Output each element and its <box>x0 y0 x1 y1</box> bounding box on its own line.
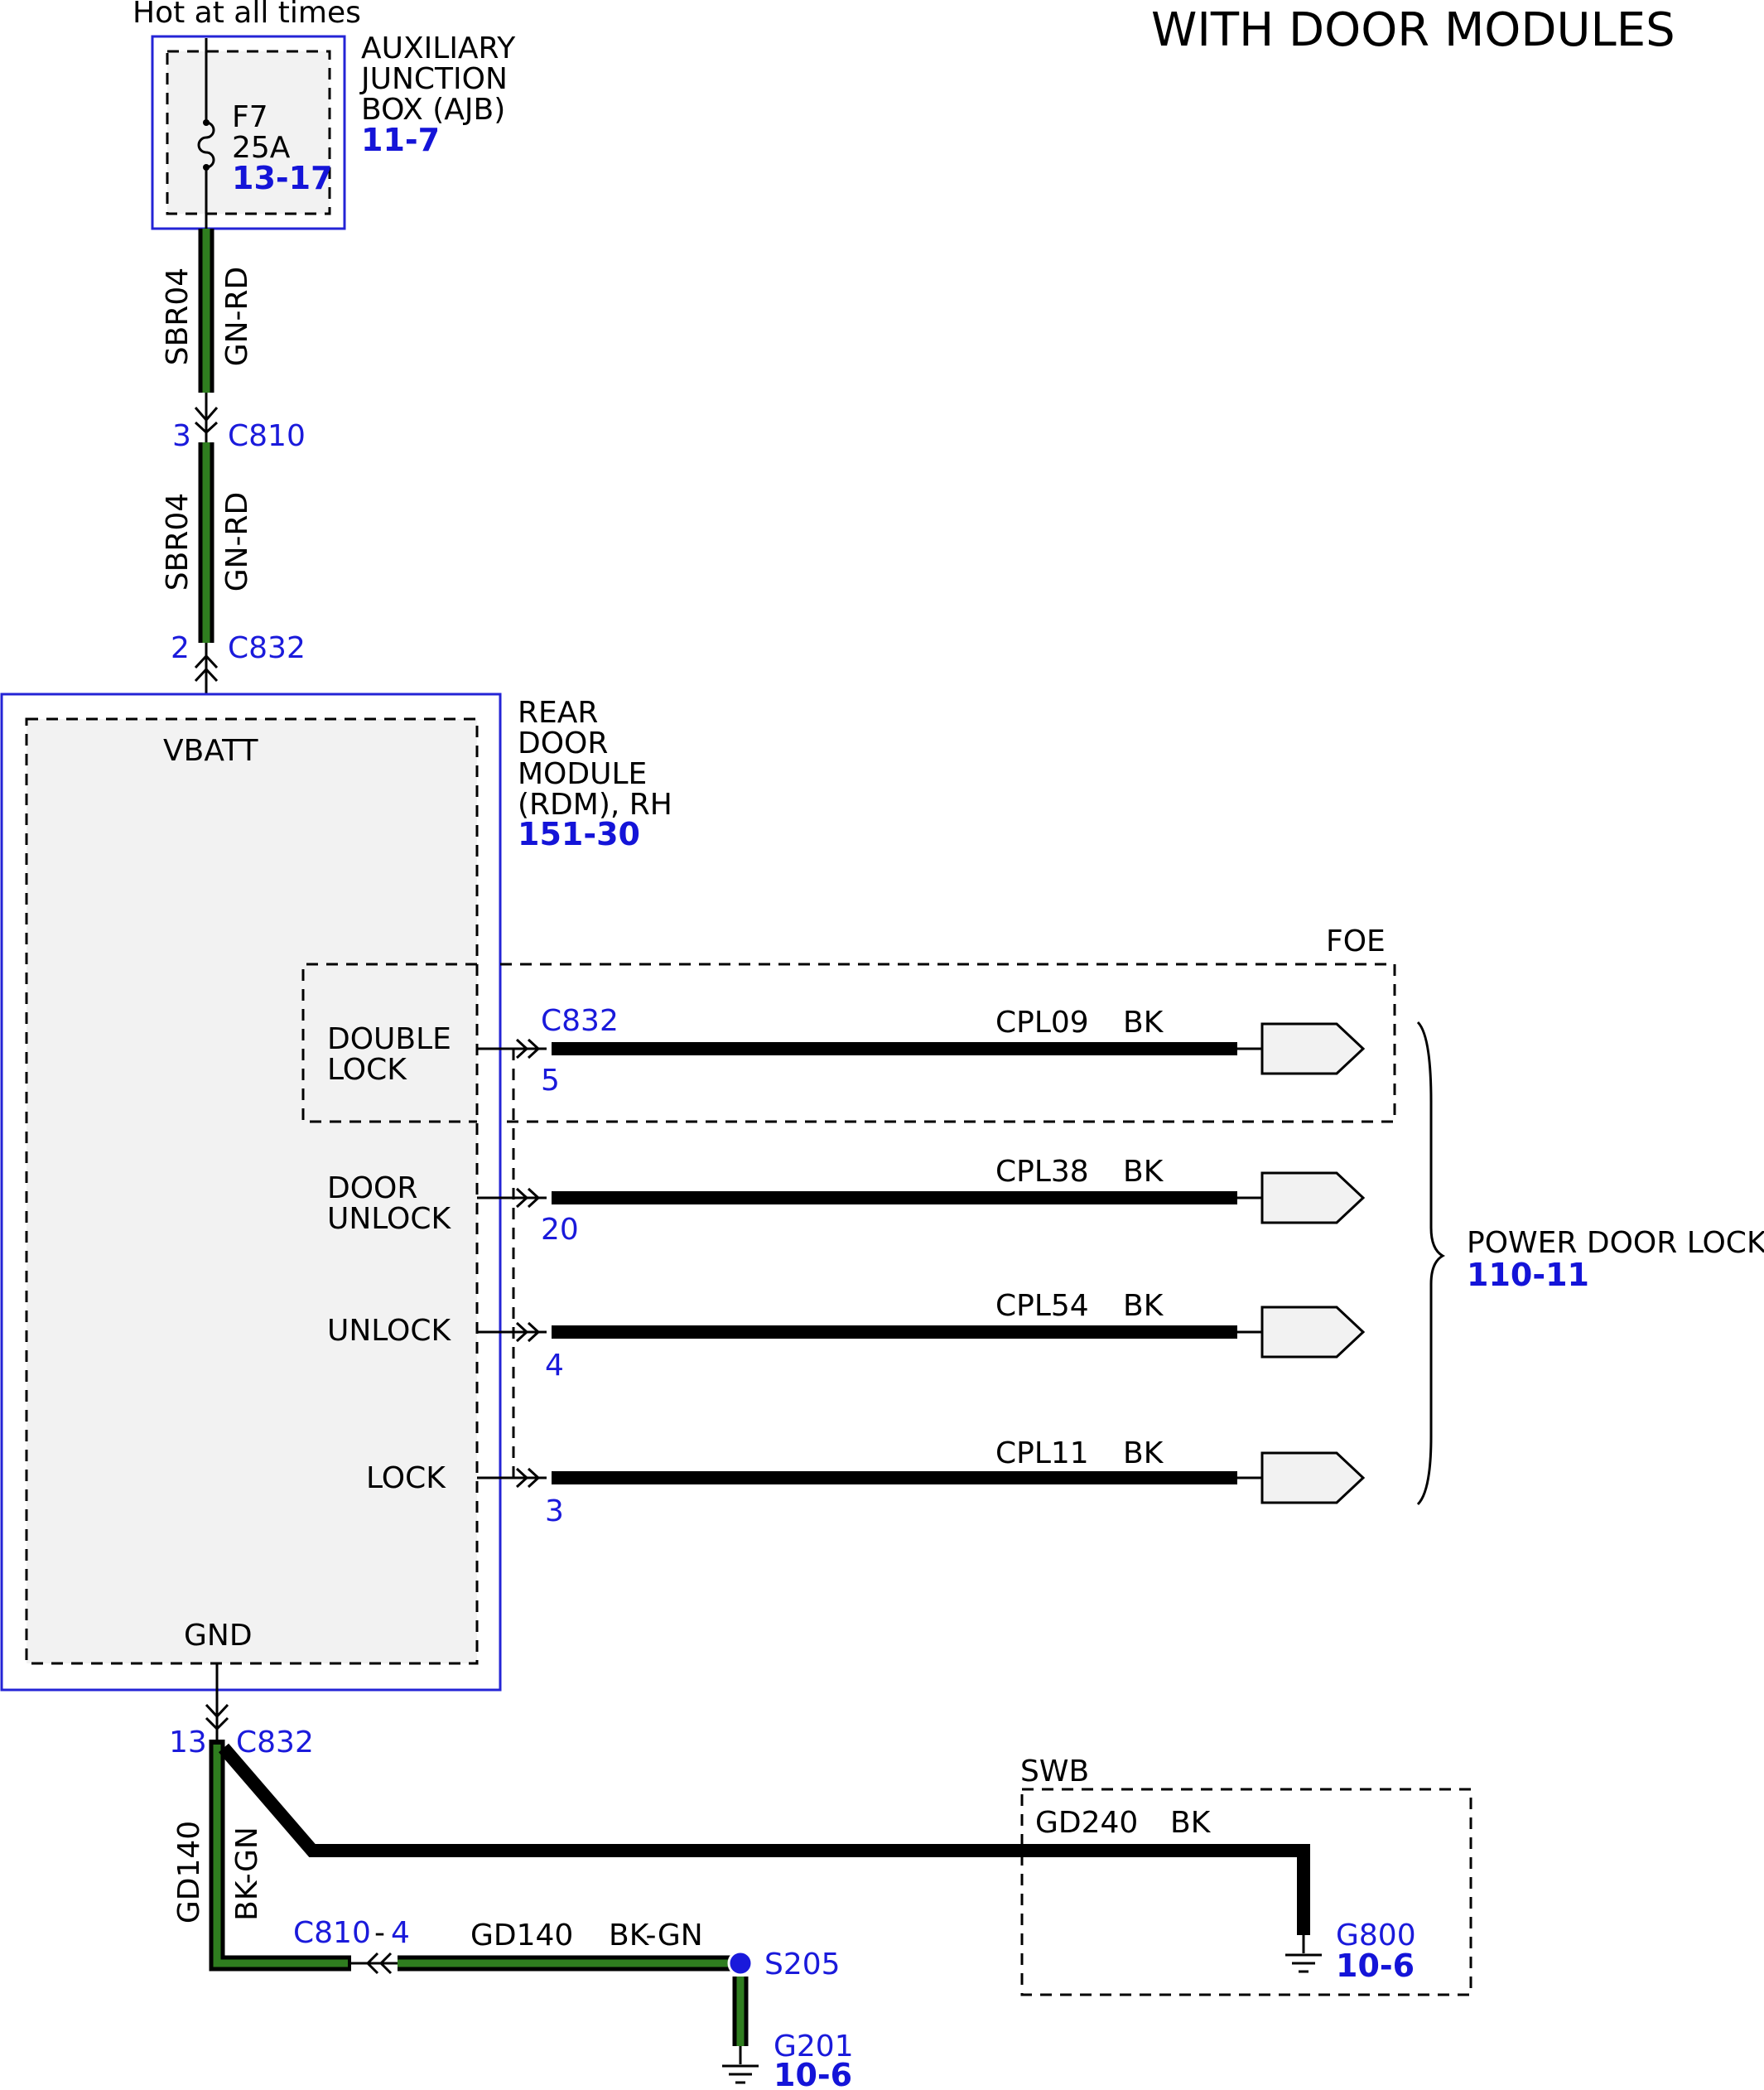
gnd-label: GND <box>184 1619 253 1653</box>
fuse-rating: 25A <box>232 131 291 165</box>
ground-wire-circuit: GD140 <box>172 1821 206 1923</box>
offpage-connector-icon <box>1260 1171 1366 1224</box>
connector-chevron-icon <box>515 1187 529 1209</box>
ground-wire-color: BK-GN <box>230 1827 264 1921</box>
ground-wire-circuit: GD140 <box>470 1919 573 1952</box>
output-circuit: CPL38 <box>995 1155 1089 1189</box>
connector-c810-name[interactable]: C810 <box>228 419 306 453</box>
wire-circuit-label: SBR04 <box>161 493 195 591</box>
ajb-page-ref[interactable]: 11-7 <box>361 122 440 158</box>
connector-c810-gnd-separator: - <box>374 1916 385 1950</box>
wire-circuit-label: SBR04 <box>161 268 195 365</box>
connector-chevron-icon <box>515 1038 529 1059</box>
power-source-label: Hot at all times <box>133 0 361 30</box>
foe-option-box <box>301 963 1396 1123</box>
splice-s205-icon[interactable] <box>727 1950 754 1977</box>
ground-g800-page-ref[interactable]: 10-6 <box>1336 1948 1415 1984</box>
fuse-icon <box>197 38 215 229</box>
module-page-ref[interactable]: 151-30 <box>518 816 640 852</box>
output-connector-name[interactable]: C832 <box>541 1004 619 1038</box>
connector-c810-pin: 3 <box>172 419 191 453</box>
ajb-name-line-3: BOX (AJB) <box>361 93 505 127</box>
module-name-line-4: (RDM), RH <box>518 788 672 822</box>
output-pin: 5 <box>541 1064 560 1098</box>
output-double-lock[interactable]: DOUBLE LOCK 5 CPL09 BK <box>327 1006 1164 1098</box>
connector-chevron-icon <box>515 1467 529 1489</box>
module-name-line-3: MODULE <box>518 757 647 791</box>
connector-c832-gnd-icon[interactable] <box>205 1663 229 1740</box>
output-label-line: LOCK <box>327 1053 407 1087</box>
fuse-id: F7 <box>232 100 268 134</box>
swb-option-box <box>1020 1788 1472 1996</box>
destination-brace-icon <box>1416 1021 1446 1506</box>
wire-color-label: GN-RD <box>220 267 254 367</box>
auxiliary-junction-box[interactable] <box>151 35 346 230</box>
rear-door-module[interactable] <box>0 693 502 1692</box>
output-wire-color: BK <box>1123 1006 1164 1040</box>
foe-label: FOE <box>1326 924 1386 958</box>
output-lock[interactable]: LOCK 3 CPL11 BK <box>366 1436 1164 1528</box>
output-pin: 20 <box>541 1213 579 1247</box>
wire-gd140-left[interactable] <box>209 1740 351 1972</box>
connector-c832-icon[interactable] <box>194 643 219 694</box>
fuse-page-ref[interactable]: 13-17 <box>232 160 333 196</box>
connector-c832-gnd-pin: 13 <box>169 1726 207 1759</box>
ground-wire-color: BK-GN <box>609 1919 703 1952</box>
ground-g201-icon <box>722 2046 759 2084</box>
ground-g201-page-ref[interactable]: 10-6 <box>774 2057 852 2090</box>
ground-g800-name[interactable]: G800 <box>1336 1919 1416 1952</box>
output-pin: 3 <box>545 1494 564 1528</box>
destination-page-ref[interactable]: 110-11 <box>1467 1257 1589 1293</box>
output-circuit: CPL54 <box>995 1289 1089 1323</box>
connector-c832-gnd-name[interactable]: C832 <box>236 1726 314 1759</box>
connector-c832-pin: 2 <box>171 631 190 665</box>
connector-c832-name[interactable]: C832 <box>228 631 306 665</box>
connector-chevron-icon <box>515 1321 529 1343</box>
connector-c810-gnd-name[interactable]: C810 <box>293 1916 371 1950</box>
output-door-unlock[interactable]: DOOR UNLOCK 20 CPL38 BK <box>327 1155 1164 1247</box>
offpage-connector-icon <box>1260 1022 1366 1075</box>
output-label-line: DOUBLE <box>327 1022 451 1056</box>
output-unlock[interactable]: UNLOCK 4 CPL54 BK <box>327 1289 1164 1383</box>
page-title: WITH DOOR MODULES <box>1151 3 1675 57</box>
output-wire-color: BK <box>1123 1289 1164 1323</box>
output-pin: 4 <box>545 1349 564 1383</box>
output-wire-color: BK <box>1123 1155 1164 1189</box>
output-label-line: UNLOCK <box>327 1314 452 1348</box>
module-name-line-2: DOOR <box>518 726 608 760</box>
connector-c810-gnd-pin: 4 <box>391 1916 410 1950</box>
output-label-line: UNLOCK <box>327 1202 452 1236</box>
output-label-line: DOOR <box>327 1171 417 1205</box>
connector-c810-icon[interactable] <box>194 393 219 442</box>
wire-gd240[interactable] <box>218 1743 1310 1935</box>
destination-name: POWER DOOR LOCKS <box>1467 1226 1764 1260</box>
ground-g800-icon <box>1285 1935 1322 1973</box>
output-circuit: CPL11 <box>995 1436 1089 1470</box>
ground-g201-name[interactable]: G201 <box>774 2030 854 2063</box>
wire-color-label: GN-RD <box>220 492 254 592</box>
swb-label: SWB <box>1020 1755 1089 1788</box>
splice-s205-name[interactable]: S205 <box>764 1948 841 1981</box>
offpage-connector-icon <box>1260 1451 1366 1504</box>
ajb-name-line-1: AUXILIARY <box>361 31 516 65</box>
connector-c810-gnd-icon[interactable] <box>351 1952 398 1975</box>
connector-chevron-icon <box>527 1187 541 1209</box>
output-wire-color: BK <box>1123 1436 1164 1470</box>
swb-circuit: GD240 <box>1035 1806 1138 1840</box>
connector-chevron-icon <box>527 1038 541 1059</box>
connector-chevron-icon <box>527 1321 541 1343</box>
offpage-connector-icon <box>1260 1306 1366 1359</box>
module-name-line-1: REAR <box>518 696 598 730</box>
connector-chevron-icon <box>527 1467 541 1489</box>
vbatt-label: VBATT <box>163 734 259 768</box>
swb-wire-color: BK <box>1170 1806 1212 1840</box>
output-label-line: LOCK <box>366 1461 446 1495</box>
output-circuit: CPL09 <box>995 1006 1089 1040</box>
ajb-name-line-2: JUNCTION <box>359 62 508 96</box>
output-wires <box>477 1022 1366 1504</box>
